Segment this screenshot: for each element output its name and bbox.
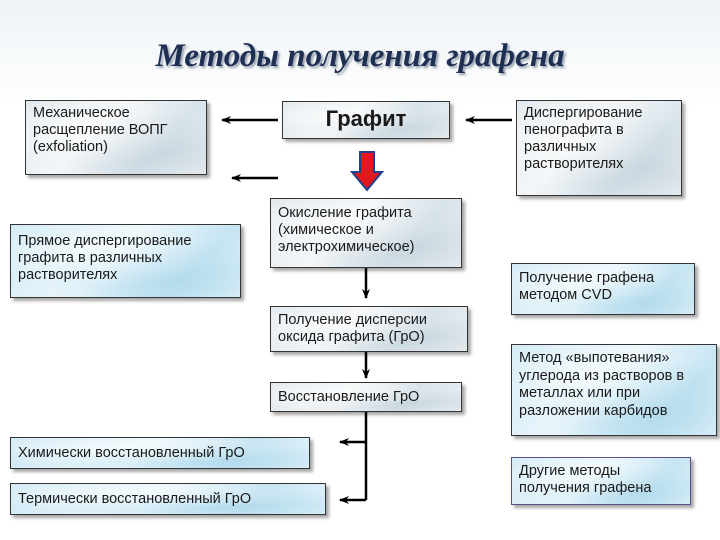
graphite-box: Графит — [282, 101, 450, 139]
chem-reduced-box: Химически восстановленный ГрО — [10, 437, 310, 469]
direct-dispersion-box: Прямое диспергирование графита в различн… — [10, 224, 241, 298]
mechanical-exfoliation-box: Механическое расщепление ВОПГ (exfoliati… — [25, 100, 207, 175]
foam-dispersion-box: Диспергирование пенографита в различных … — [516, 100, 682, 196]
other-methods-box: Другие методы получения графена — [511, 457, 691, 505]
therm-reduced-box: Термически восстановленный ГрО — [10, 483, 326, 515]
sweating-method-box: Метод «выпотевания» углерода из растворо… — [511, 344, 717, 436]
go-dispersion-box: Получение дисперсии оксида графита (ГрО) — [270, 306, 468, 352]
go-reduction-box: Восстановление ГрО — [270, 382, 462, 412]
cvd-box: Получение графена методом CVD — [511, 263, 695, 315]
down-arrow-icon — [349, 151, 385, 192]
oxidation-box: Окисление графита (химическое и электрох… — [270, 198, 462, 268]
diagram-title: Методы получения графена — [155, 38, 565, 74]
